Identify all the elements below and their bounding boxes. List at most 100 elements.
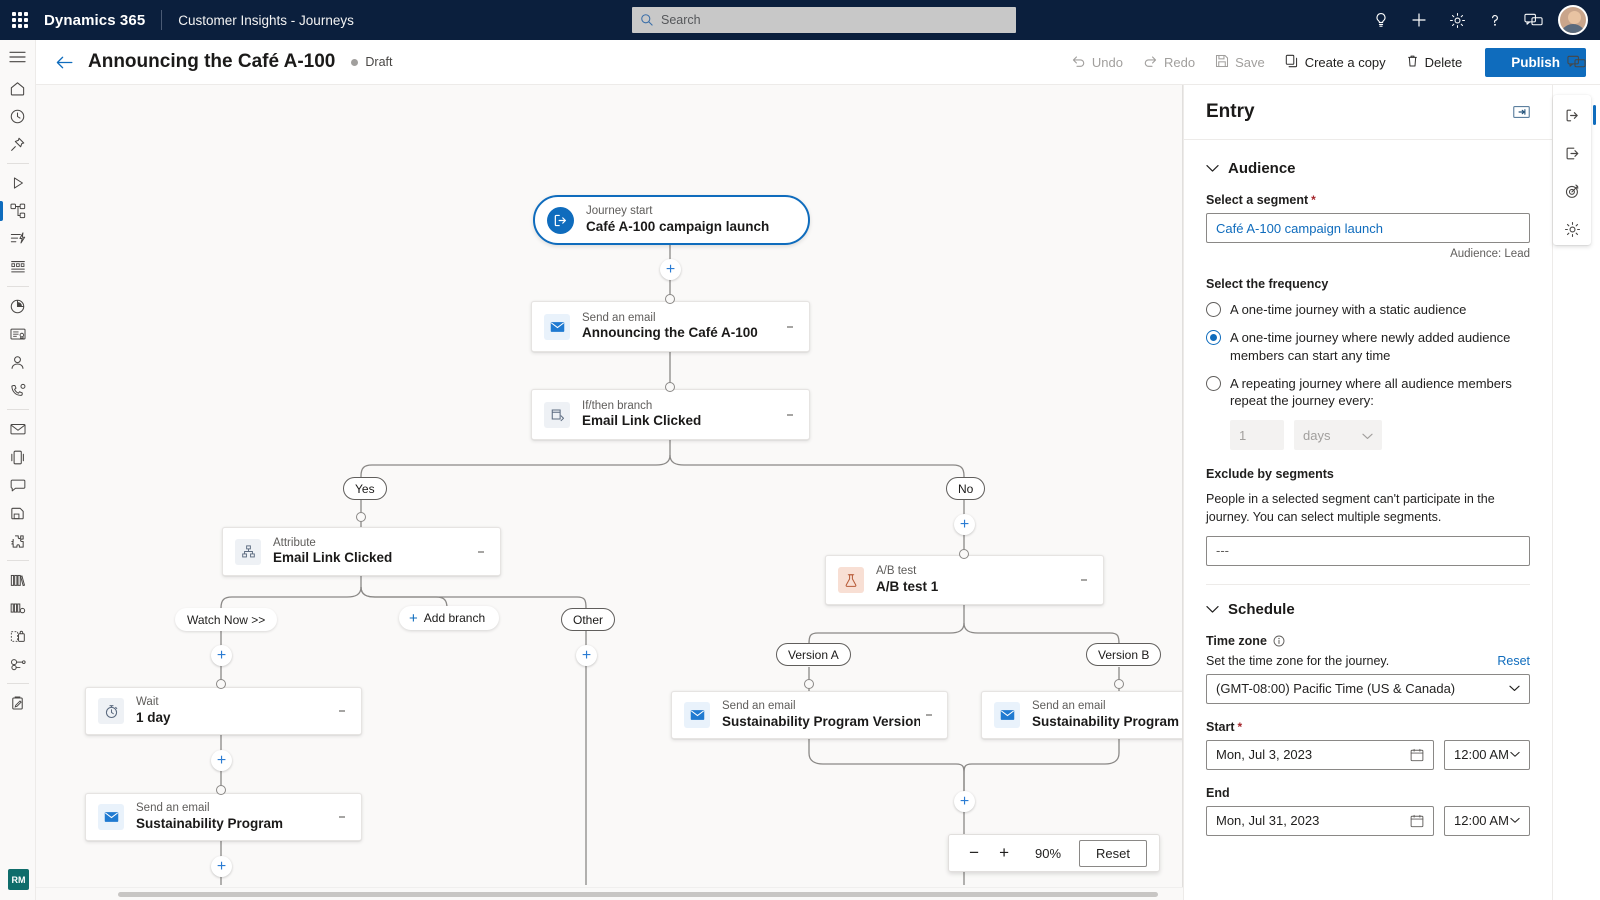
zoom-reset-button[interactable]: Reset <box>1079 839 1147 867</box>
calendar-icon[interactable] <box>1410 748 1424 762</box>
branch-label-other[interactable]: Other <box>561 608 616 631</box>
hamburger-menu-icon[interactable] <box>0 40 36 74</box>
sidebar-item-forms[interactable] <box>0 253 36 281</box>
goal-target-icon[interactable] <box>1555 177 1589 205</box>
node-overflow-menu[interactable] <box>333 806 351 828</box>
frequency-option-repeating[interactable]: A repeating journey where all audience m… <box>1206 375 1530 410</box>
redo-button[interactable]: Redo <box>1134 48 1204 77</box>
search-input[interactable]: Search <box>632 7 1016 33</box>
branch-label-version-b[interactable]: Version B <box>1086 643 1162 666</box>
journey-start-node[interactable]: Journey start Café A-100 campaign launch <box>533 195 810 245</box>
add-step-button[interactable]: + <box>660 259 681 280</box>
journey-canvas[interactable]: Journey start Café A-100 campaign launch… <box>36 85 1183 900</box>
exclude-segments-input[interactable]: --- <box>1206 535 1530 566</box>
start-date-input[interactable]: Mon, Jul 3, 2023 <box>1206 739 1434 770</box>
info-icon[interactable] <box>1273 635 1285 647</box>
add-step-button[interactable]: + <box>211 645 232 666</box>
add-branch-button[interactable]: + Add branch <box>399 606 500 630</box>
sidebar-item-pinned[interactable] <box>0 130 36 158</box>
help-icon[interactable] <box>1476 0 1514 40</box>
sidebar-item-emails[interactable] <box>0 415 36 443</box>
start-time-select[interactable]: 12:00 AM <box>1444 739 1530 770</box>
repeat-number-input[interactable]: 1 <box>1230 420 1284 451</box>
sidebar-item-device-preview[interactable] <box>0 443 36 471</box>
user-avatar[interactable] <box>1558 5 1588 35</box>
send-email-node[interactable]: Send an email Sustainability Program <box>85 793 362 841</box>
brand-title[interactable]: Dynamics 365 <box>44 11 146 29</box>
gear-icon[interactable] <box>1438 0 1476 40</box>
end-date-input[interactable]: Mon, Jul 31, 2023 <box>1206 805 1434 836</box>
side-chat-icon[interactable] <box>1557 45 1595 79</box>
create-copy-button[interactable]: Create a copy <box>1276 48 1395 77</box>
add-step-button[interactable]: + <box>211 750 232 771</box>
publish-button[interactable]: Publish <box>1485 47 1586 77</box>
node-overflow-menu[interactable] <box>781 404 799 426</box>
wait-node[interactable]: Wait 1 day <box>85 687 362 735</box>
user-initials-badge[interactable]: RM <box>8 869 29 890</box>
save-button[interactable]: Save <box>1206 48 1274 77</box>
sidebar-item-certificate[interactable] <box>0 320 36 348</box>
calendar-icon[interactable] <box>1410 814 1424 828</box>
sidebar-item-subscriptions[interactable] <box>0 650 36 678</box>
frequency-option-newly-added[interactable]: A one-time journey where newly added aud… <box>1206 329 1530 364</box>
zoom-in-button[interactable]: + <box>999 843 1009 862</box>
exit-arrow-out-icon[interactable] <box>1555 139 1589 167</box>
zoom-out-button[interactable]: − <box>969 843 979 862</box>
sidebar-item-library[interactable] <box>0 566 36 594</box>
attribute-node[interactable]: Attribute Email Link Clicked <box>222 527 501 576</box>
lightbulb-icon[interactable] <box>1362 0 1400 40</box>
add-step-button[interactable]: + <box>576 645 597 666</box>
sidebar-item-clipboard[interactable] <box>0 689 36 717</box>
node-overflow-menu[interactable] <box>920 704 937 726</box>
add-step-button[interactable]: + <box>954 514 975 535</box>
sidebar-item-contacts[interactable] <box>0 348 36 376</box>
canvas-horizontal-scrollbar[interactable] <box>36 887 1183 900</box>
sidebar-item-outbound-call[interactable] <box>0 376 36 404</box>
app-name-label[interactable]: Customer Insights - Journeys <box>178 12 354 28</box>
branch-label-no[interactable]: No <box>946 477 986 500</box>
sidebar-item-text-message[interactable] <box>0 471 36 499</box>
node-overflow-menu[interactable] <box>1075 569 1093 591</box>
sidebar-item-home[interactable] <box>0 74 36 102</box>
sidebar-item-play[interactable] <box>0 169 36 197</box>
chat-icon[interactable] <box>1514 0 1552 40</box>
plus-icon[interactable] <box>1400 0 1438 40</box>
timezone-select[interactable]: (GMT-08:00) Pacific Time (US & Canada) <box>1206 673 1530 704</box>
ifthen-branch-node[interactable]: If/then branch Email Link Clicked <box>531 389 810 440</box>
entry-arrow-in-icon[interactable] <box>1555 101 1596 129</box>
delete-button[interactable]: Delete <box>1397 48 1472 77</box>
schedule-section-header[interactable]: Schedule <box>1206 601 1530 618</box>
node-overflow-menu[interactable] <box>333 700 351 722</box>
branch-label-version-a[interactable]: Version A <box>776 643 851 666</box>
audience-section-header[interactable]: Audience <box>1206 160 1530 177</box>
sidebar-item-journeys[interactable] <box>0 197 36 225</box>
sidebar-item-triggers[interactable] <box>0 225 36 253</box>
segment-select-input[interactable]: Café A-100 campaign launch <box>1206 213 1530 243</box>
scrollbar-thumb[interactable] <box>118 892 1158 897</box>
send-email-node[interactable]: Send an email Sustainability Program Ver… <box>981 691 1182 739</box>
sidebar-item-push-notification[interactable] <box>0 499 36 527</box>
end-time-select[interactable]: 12:00 AM <box>1444 805 1530 836</box>
sidebar-item-analytics[interactable] <box>0 292 36 320</box>
add-step-button[interactable]: + <box>954 791 975 812</box>
ab-test-node[interactable]: A/B test A/B test 1 <box>825 555 1104 605</box>
panel-collapse-icon[interactable] <box>1513 105 1530 119</box>
sidebar-item-recent[interactable] <box>0 102 36 130</box>
send-email-node[interactable]: Send an email Announcing the Café A-100 <box>531 301 810 352</box>
app-launcher-button[interactable] <box>0 0 40 40</box>
node-overflow-menu[interactable] <box>472 541 490 563</box>
add-step-button[interactable]: + <box>211 856 232 877</box>
send-email-node[interactable]: Send an email Sustainability Program Ver… <box>671 691 948 739</box>
timezone-reset-link[interactable]: Reset <box>1497 653 1530 668</box>
frequency-option-static[interactable]: A one-time journey with a static audienc… <box>1206 301 1530 318</box>
undo-button[interactable]: Undo <box>1062 48 1132 77</box>
settings-gear-icon[interactable] <box>1555 215 1589 243</box>
sidebar-item-assets[interactable] <box>0 622 36 650</box>
branch-label-watch-now[interactable]: Watch Now >> <box>175 608 278 631</box>
back-button[interactable] <box>48 46 80 78</box>
node-overflow-menu[interactable] <box>781 316 799 338</box>
sidebar-item-custom-channel[interactable] <box>0 527 36 555</box>
branch-label-yes[interactable]: Yes <box>343 477 387 500</box>
repeat-unit-select[interactable]: days <box>1294 420 1382 451</box>
sidebar-item-segments[interactable] <box>0 594 36 622</box>
